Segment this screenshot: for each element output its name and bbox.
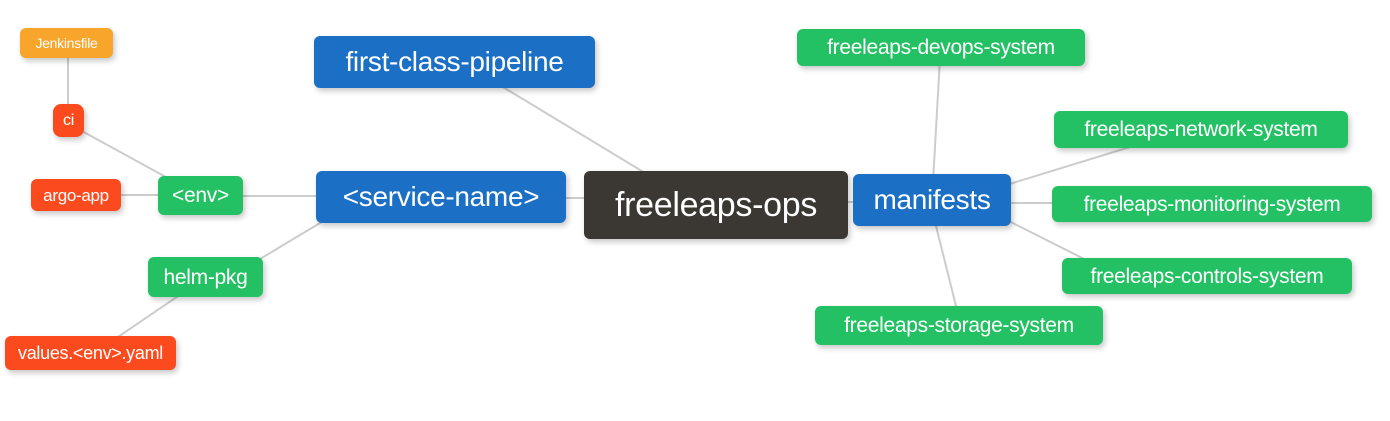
node-helm-pkg[interactable]: helm-pkg	[148, 257, 263, 297]
node-first-class-pipeline[interactable]: first-class-pipeline	[314, 36, 595, 88]
node-manifests[interactable]: manifests	[853, 174, 1011, 226]
edge-manifests-storage	[933, 217, 959, 315]
node-freeleaps-devops-system[interactable]: freeleaps-devops-system	[797, 29, 1085, 66]
node-freeleaps-controls-system[interactable]: freeleaps-controls-system	[1062, 258, 1352, 294]
node-jenkinsfile[interactable]: Jenkinsfile	[20, 28, 113, 58]
node-service-name[interactable]: <service-name>	[316, 171, 566, 223]
edge-manifests-controls	[1002, 217, 1093, 264]
node-freeleaps-monitoring-system[interactable]: freeleaps-monitoring-system	[1052, 186, 1372, 222]
node-freeleaps-ops-root[interactable]: freeleaps-ops	[584, 171, 848, 239]
node-ci[interactable]: ci	[53, 104, 84, 137]
edge-pipeline-root	[497, 83, 661, 183]
node-env[interactable]: <env>	[158, 176, 243, 215]
node-argo-app[interactable]: argo-app	[31, 179, 121, 211]
node-freeleaps-storage-system[interactable]: freeleaps-storage-system	[815, 306, 1103, 345]
node-values-env-yaml[interactable]: values.<env>.yaml	[5, 336, 176, 370]
edge-manifests-network	[1002, 146, 1131, 187]
edge-manifests-devops	[932, 57, 941, 183]
edge-ci-env	[79, 129, 176, 183]
node-freeleaps-network-system[interactable]: freeleaps-network-system	[1054, 111, 1348, 148]
